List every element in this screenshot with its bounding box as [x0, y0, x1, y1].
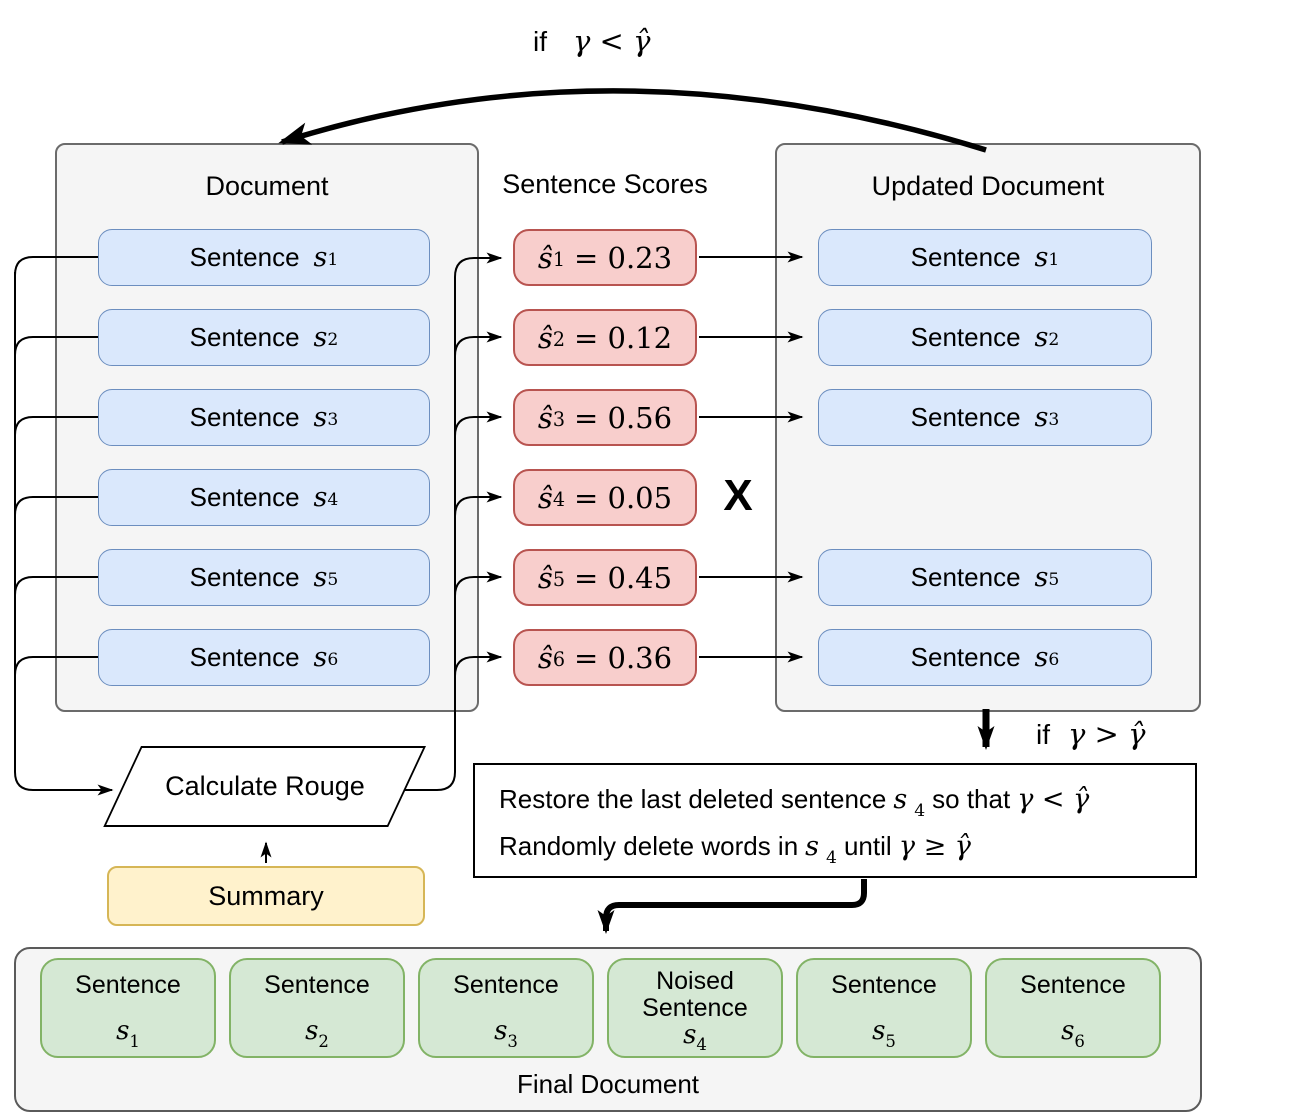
restore-to-final-arrow	[597, 879, 867, 934]
summary-label: Summary	[208, 880, 324, 911]
final-noised-sentence-4: Noised Sentence s4	[607, 958, 783, 1058]
loop-feedback-arrow	[278, 88, 987, 153]
calculate-rouge-label: Calculate Rouge	[164, 771, 365, 801]
deleted-sentence-mark: X	[723, 471, 753, 520]
final-sentence-3: Sentence s3	[418, 958, 594, 1058]
final-sentence-5: Sentence s5	[796, 958, 972, 1058]
loop-condition-label: if γ < γ̂	[533, 24, 650, 58]
summary-box: Summary	[107, 866, 425, 926]
final-sentence-2: Sentence s2	[229, 958, 405, 1058]
down-condition-label: if γ > γ̂	[1036, 717, 1145, 751]
condition-expression: γ < γ̂	[573, 24, 651, 58]
updated-document-panel-title: Updated Document	[871, 171, 1105, 201]
document-panel-title: Document	[205, 171, 329, 201]
condition-if-text: if	[1036, 719, 1050, 750]
final-document-title: Final Document	[516, 1069, 700, 1099]
scores-column-title: Sentence Scores	[502, 169, 708, 199]
calculate-rouge-step: Calculate Rouge	[103, 746, 427, 827]
final-sentence-1: Sentence s1	[40, 958, 216, 1058]
condition-expression: γ > γ̂	[1068, 717, 1146, 751]
condition-if-text: if	[533, 26, 547, 57]
final-sentence-6: Sentence s6	[985, 958, 1161, 1058]
